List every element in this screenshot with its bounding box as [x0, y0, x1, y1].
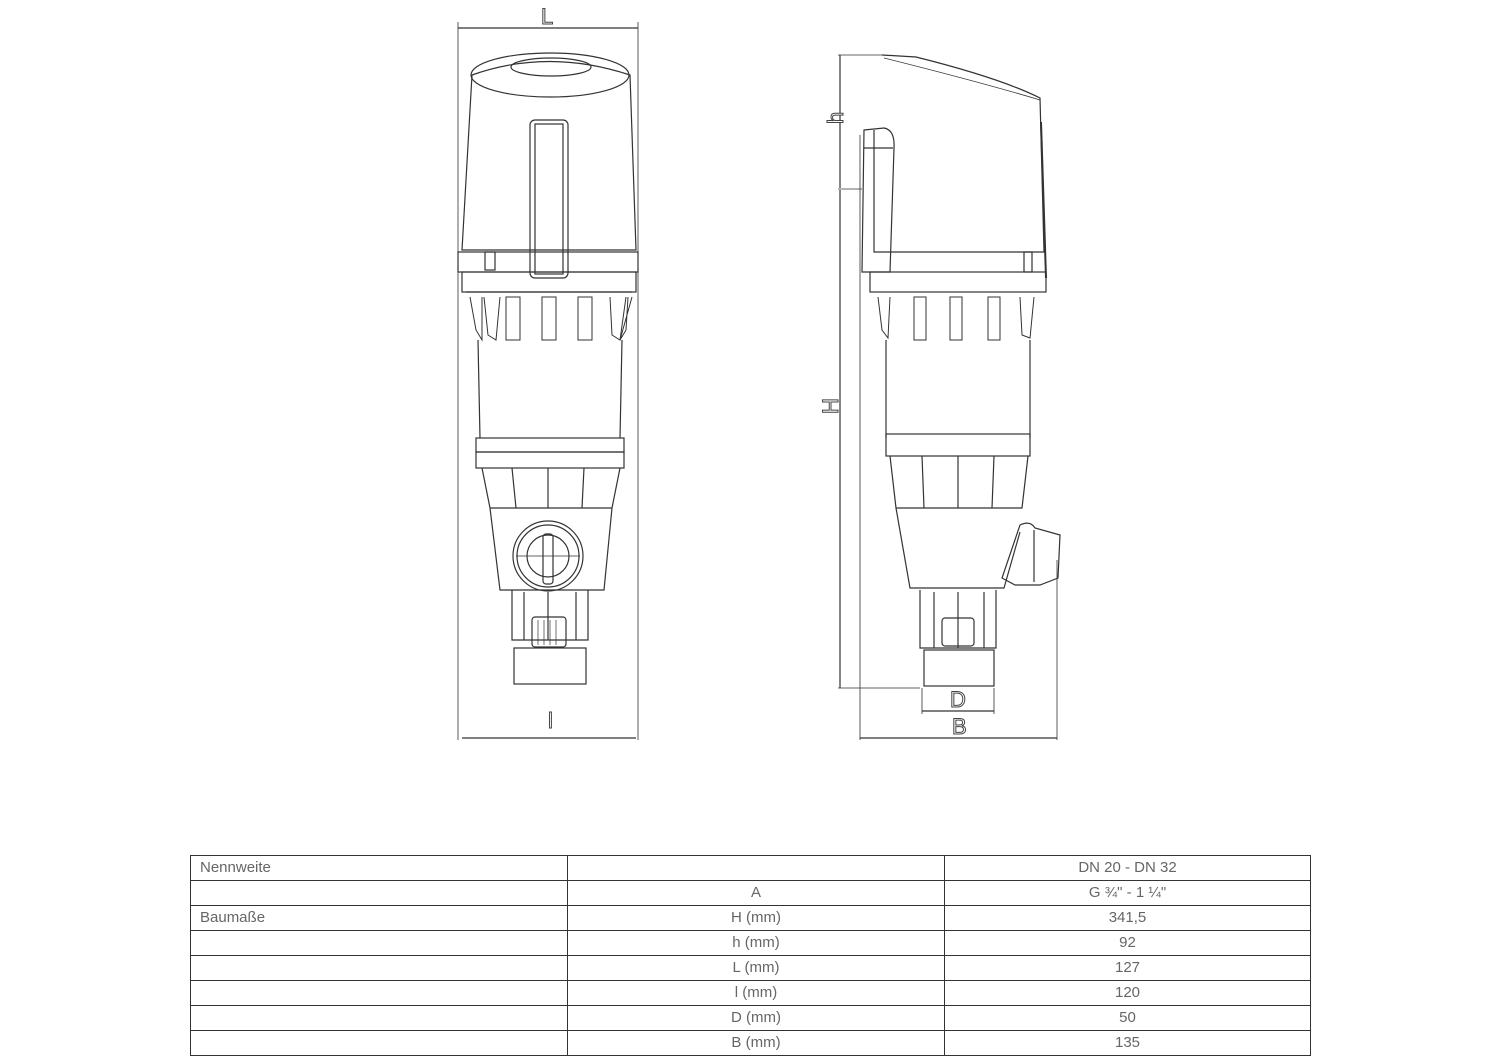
dim-label-l: l [548, 708, 553, 733]
table-row: A G ¾" - 1 ¼" [190, 880, 1311, 906]
row-value: 341,5 [944, 905, 1311, 931]
row-value: 92 [944, 930, 1311, 956]
row-param: L (mm) [567, 955, 945, 981]
row-param: A [567, 880, 945, 906]
dim-label-B: B [952, 714, 967, 739]
side-view: h H [818, 54, 1061, 740]
dim-label-H: H [818, 398, 843, 414]
table-row: Baumaße H (mm) 341,5 [190, 905, 1311, 931]
row-param: D (mm) [567, 1005, 945, 1031]
row-label [190, 980, 568, 1006]
header-label: Nennweite [190, 855, 568, 881]
row-param: H (mm) [567, 905, 945, 931]
table-row: B (mm) 135 [190, 1030, 1311, 1056]
dim-label-h: h [823, 112, 848, 124]
table-row: l (mm) 120 [190, 980, 1311, 1006]
dimensions-table: Nennweite DN 20 - DN 32 A G ¾" - 1 ¼" Ba… [190, 855, 1311, 1056]
header-value: DN 20 - DN 32 [944, 855, 1311, 881]
table-row: D (mm) 50 [190, 1005, 1311, 1031]
row-label [190, 1030, 568, 1056]
row-label [190, 955, 568, 981]
row-value: 120 [944, 980, 1311, 1006]
row-param: h (mm) [567, 930, 945, 956]
row-label: Baumaße [190, 905, 568, 931]
row-label [190, 1005, 568, 1031]
row-label [190, 930, 568, 956]
row-label [190, 880, 568, 906]
row-param: B (mm) [567, 1030, 945, 1056]
dim-label-D: D [950, 687, 966, 712]
row-value: 135 [944, 1030, 1311, 1056]
technical-drawing: L [457, 4, 1061, 740]
row-param: l (mm) [567, 980, 945, 1006]
row-value: 50 [944, 1005, 1311, 1031]
row-value: 127 [944, 955, 1311, 981]
header-middle [567, 855, 945, 881]
table-row: h (mm) 92 [190, 930, 1311, 956]
table-header-row: Nennweite DN 20 - DN 32 [190, 855, 1311, 881]
front-view: L [457, 4, 639, 740]
row-value: G ¾" - 1 ¼" [944, 880, 1311, 906]
dim-label-L: L [541, 4, 553, 29]
table-row: L (mm) 127 [190, 955, 1311, 981]
